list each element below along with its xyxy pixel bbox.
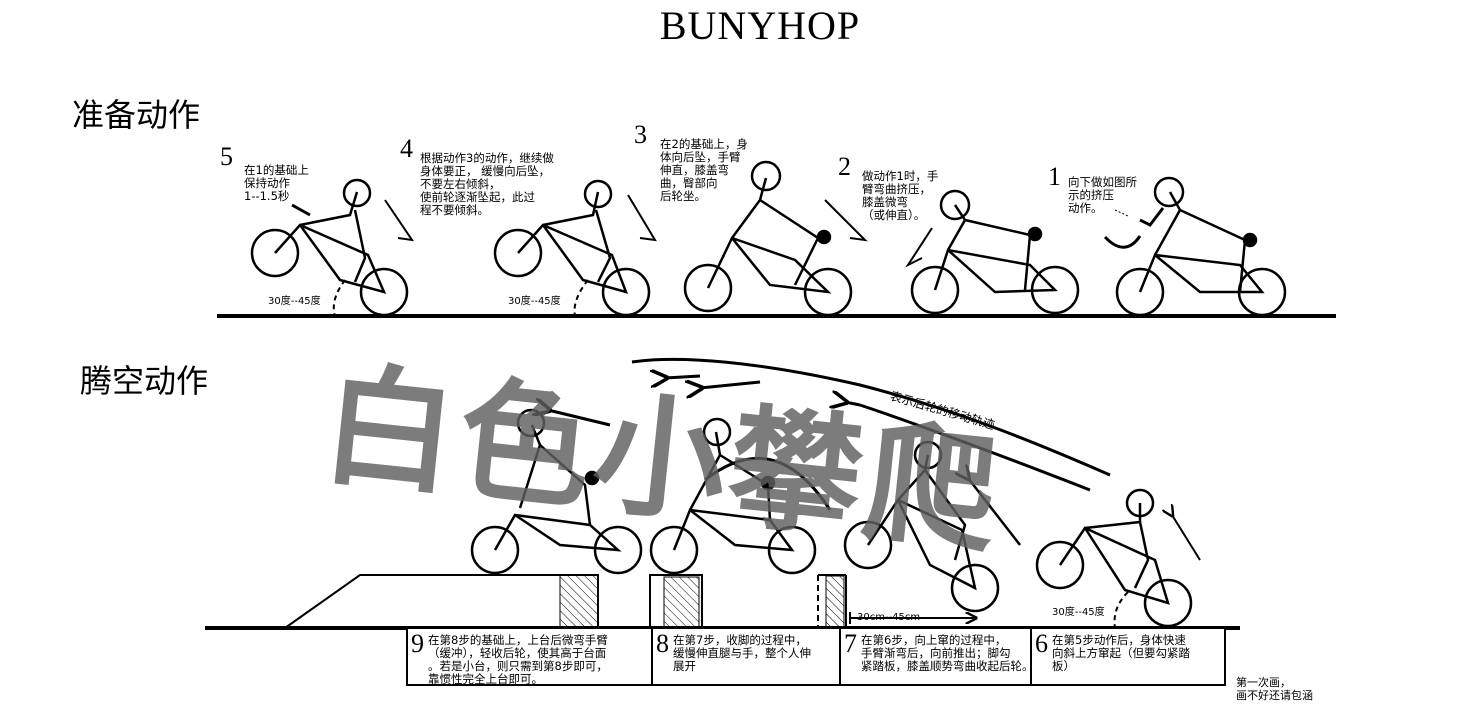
bike-step-4 — [493, 179, 651, 317]
bike-step-6 — [1035, 488, 1201, 629]
step-box-7: 7 在第6步，向上窜的过程中，手臂渐弯后，向前推出；脚勾紧踏板，膝盖顺势弯曲收起… — [839, 627, 1032, 686]
distance-label: 30cm--45cm — [857, 612, 921, 623]
step-number-9: 9 — [411, 629, 424, 658]
author-note: 第一次画，画不好还请包涵 — [1236, 676, 1313, 702]
block-hatch — [663, 576, 700, 628]
step-text-1: 向下做如图所示的挤压动作。 — [1068, 175, 1137, 215]
step-text-9: 在第8步的基础上，上台后微弯手臂（缓冲），轻收后轮，使其高于台面。若是小台，则只… — [428, 633, 608, 686]
step-box-9: 9 在第8步的基础上，上台后微弯手臂（缓冲），轻收后轮，使其高于台面。若是小台，… — [406, 627, 653, 686]
step-number-4: 4 — [400, 134, 413, 163]
trajectory-curve-lower — [859, 403, 1091, 492]
step-text-7: 在第6步，向上窜的过程中，手臂渐弯后，向前推出；脚勾紧踏板，膝盖顺势弯曲收起后轮… — [861, 633, 1032, 673]
step-box-6: 6 在第5步动作后，身体快速向斜上方窜起（但要勾紧踏板） — [1030, 627, 1226, 686]
edge-hatch — [825, 575, 845, 628]
bike-step-1 — [1115, 176, 1287, 317]
step-number-5: 5 — [220, 142, 233, 171]
step-box-8: 8 在第7步，收脚的过程中，缓慢伸直腿与手，整个人伸展开 — [651, 627, 841, 686]
step-number-8: 8 — [656, 629, 669, 658]
bike-step-2 — [910, 189, 1080, 315]
angle-label-step-6: 30度--45度 — [1052, 607, 1105, 618]
step-text-8: 在第7步，收脚的过程中，缓慢伸直腿与手，整个人伸展开 — [673, 633, 811, 673]
step-text-4: 根据动作3的动作，继续做身体要正， 缓慢向后坠，不要左右倾斜，使前轮逐渐坠起，此… — [420, 151, 554, 217]
step-text-2: 做动作1时，手臂弯曲挤压，膝盖微弯（或伸直）。 — [862, 169, 939, 222]
step-number-3: 3 — [634, 120, 647, 149]
angle-label-step-4: 30度--45度 — [508, 296, 561, 307]
bike-step-7 — [843, 440, 1021, 613]
section-label-air: 腾空动作 — [80, 362, 209, 400]
angle-label-step-5: 30度--45度 — [268, 296, 321, 307]
diagram-title: BUNYHOP — [659, 3, 861, 48]
ramp-platform — [284, 574, 599, 629]
step-number-6: 6 — [1035, 629, 1048, 658]
section-label-prep: 准备动作 — [72, 96, 201, 134]
ramp-hatch — [559, 574, 599, 629]
step-number-7: 7 — [844, 629, 857, 658]
bike-step-3 — [683, 160, 853, 317]
bike-step-5 — [250, 178, 409, 317]
bike-step-9 — [470, 410, 643, 575]
step-number-2: 2 — [838, 152, 851, 181]
step-number-1: 1 — [1048, 162, 1061, 191]
bike-step-8 — [649, 417, 832, 575]
trajectory-curve — [631, 357, 1111, 477]
step-text-3: 在2的基础上，身体向后坠，手臂伸直，膝盖弯曲，臀部向后轮坐。 — [660, 137, 748, 203]
step-text-6: 在第5步动作后，身体快速向斜上方窜起（但要勾紧踏板） — [1052, 633, 1190, 673]
